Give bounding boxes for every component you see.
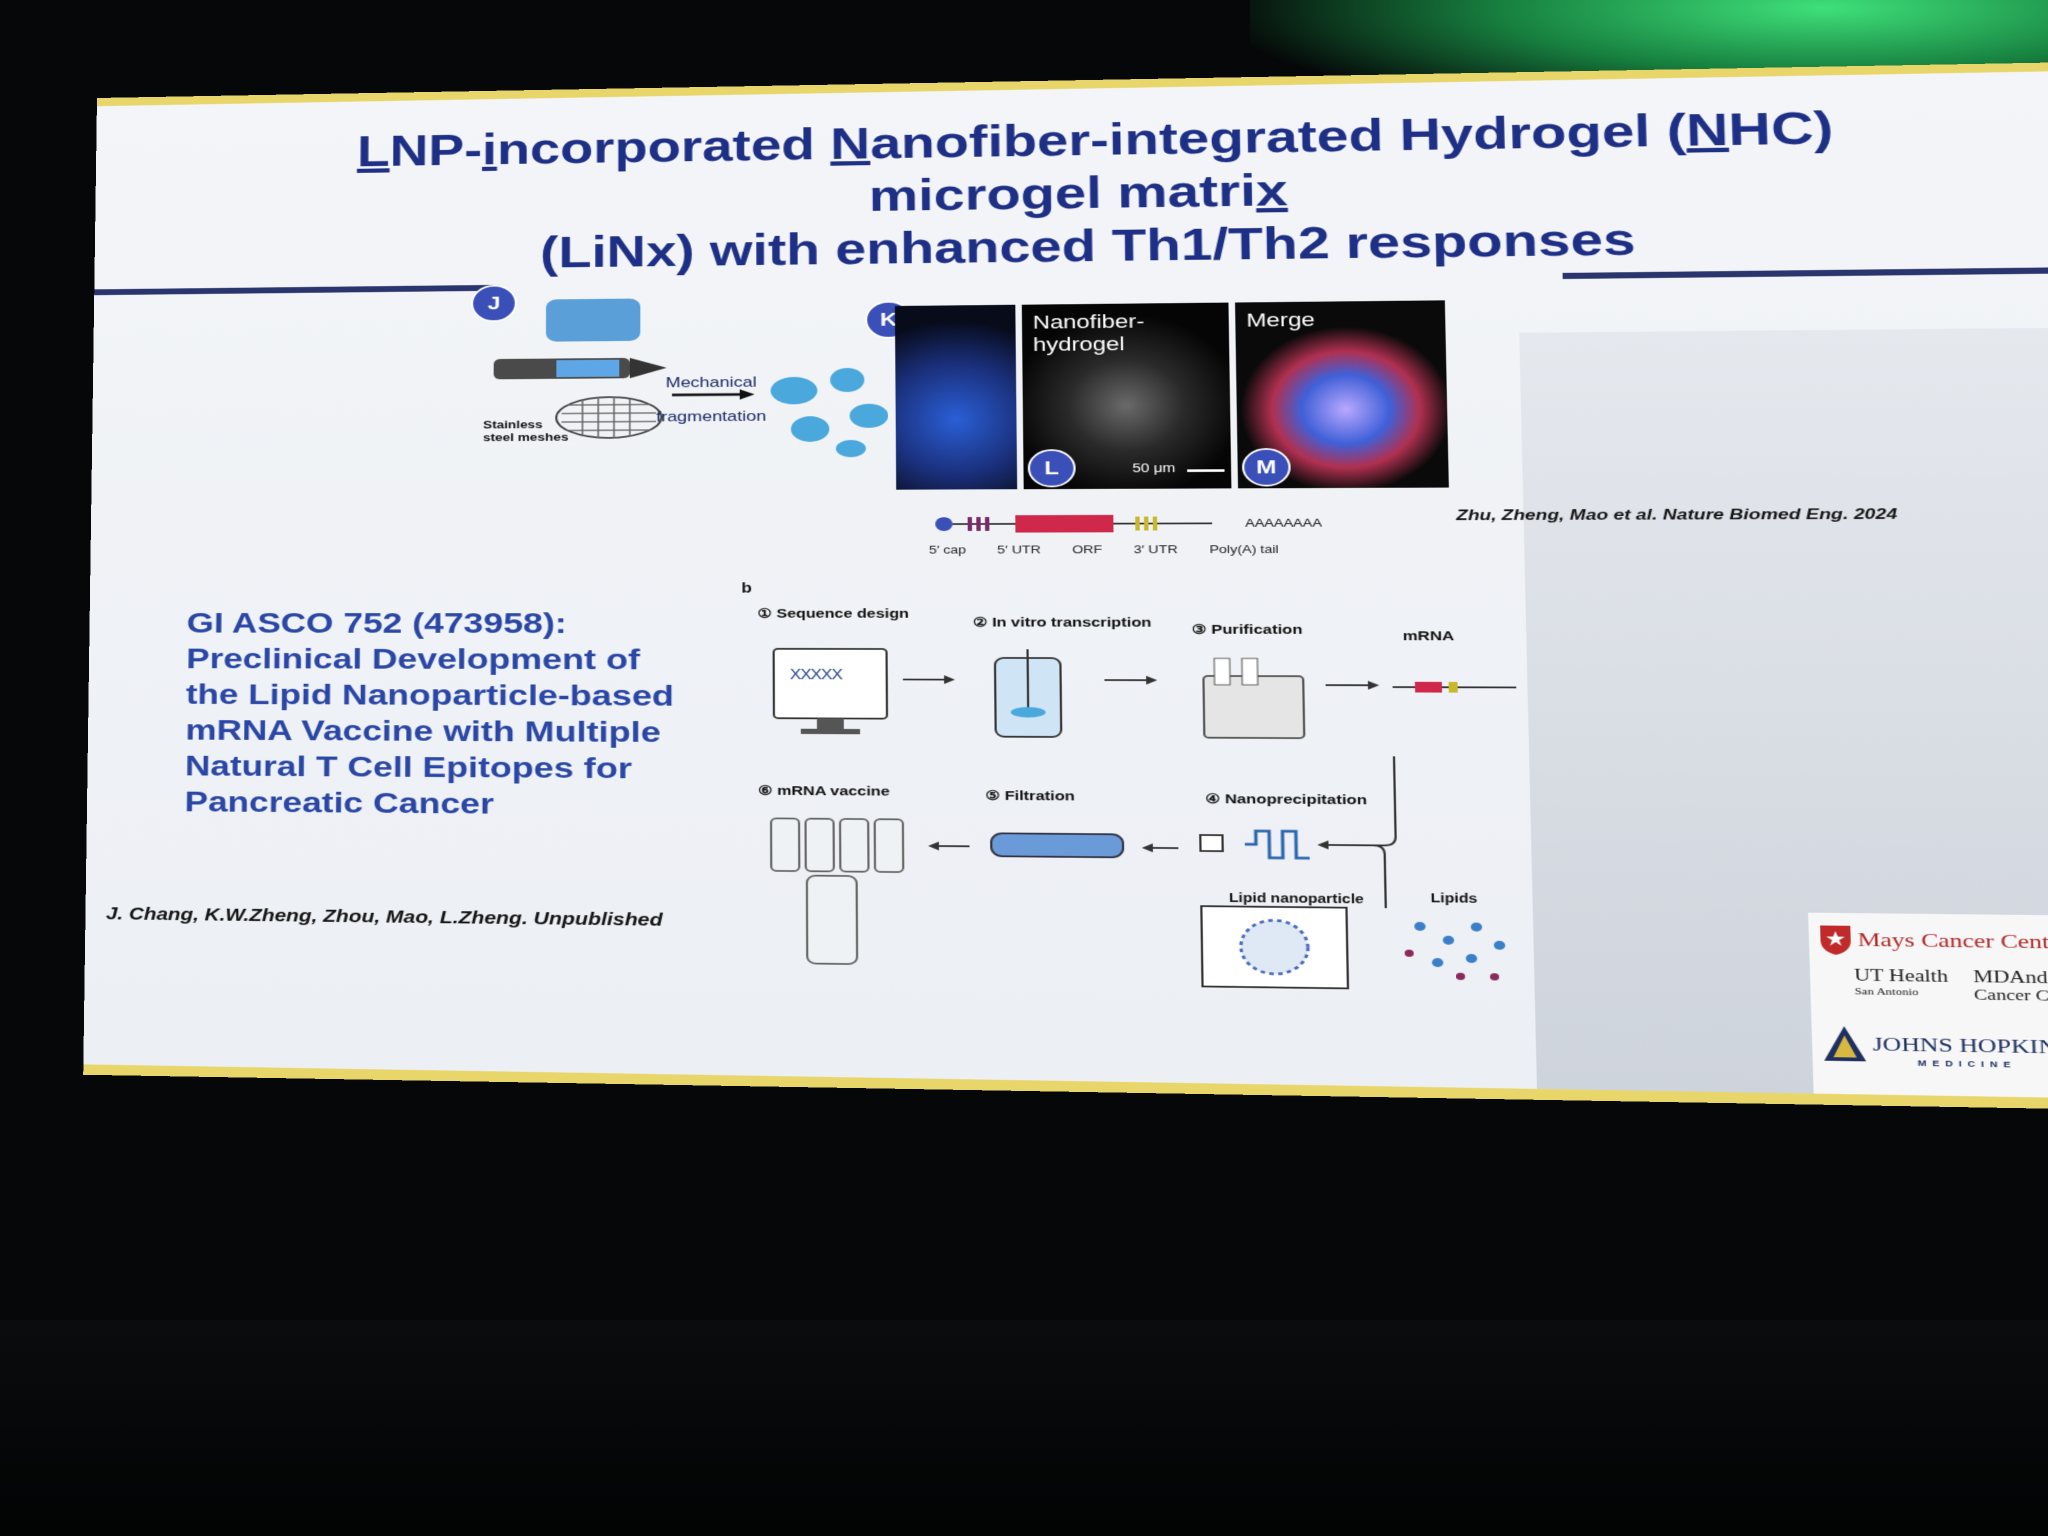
johns-hopkins-medicine-text: MEDICINE [1917,1058,2017,1070]
authors-line: J. Chang, K.W.Zheng, Zhou, Mao, L.Zheng.… [105,904,663,931]
panel-l-title: Nanofiber-hydrogel [1032,310,1145,356]
badge-l: L [1027,449,1076,488]
mrna-vaccine-workflow-diagram [758,623,1535,1000]
step-1-label: ① Sequence design [757,606,910,622]
right-arrow-icon [672,388,755,401]
workflow-panel-letter: b [741,581,752,597]
johns-hopkins-text: JOHNS HOPKINS [1872,1032,2048,1059]
construct-label-3utr: 3′ UTR [1133,542,1178,556]
ut-health-text: UT Health [1853,965,1949,987]
institution-logos: Mays Cancer Center UT Health San Antonio… [1808,912,2048,1101]
mrna-construct-labels: 5′ cap 5′ UTR ORF 3′ UTR Poly(A) tail [929,542,1279,556]
mays-logo-text: Mays Cancer Center [1857,927,2048,954]
badge-m: M [1241,447,1291,487]
panel-m-title: Merge [1246,308,1316,331]
scale-bar-label: 50 μm [1132,460,1176,475]
title-rule-left [94,284,494,296]
construct-label-orf: ORF [1072,542,1103,556]
projection-screen-slide: LNP-incorporated Nanofiber-integrated Hy… [83,61,2048,1111]
top-accent-band [96,61,2048,107]
san-antonio-text: San Antonio [1854,986,1919,998]
mays-shield-icon [1820,925,1852,956]
study-title: GI ASCO 752 (473958): Preclinical Develo… [184,607,675,821]
syringe-mesh-illustration [493,298,667,460]
johns-hopkins-shield-icon [1823,1025,1867,1062]
panel-k-3d-render [894,304,1018,490]
construct-label-polya: Poly(A) tail [1209,542,1279,556]
scale-bar [1187,469,1225,473]
microgel-fragments-illustration [770,367,889,458]
citation-top: Zhu, Zheng, Mao et al. Nature Biomed Eng… [1455,505,1898,524]
mrna-construct-diagram [935,514,1235,533]
dna-helix-glyph: XXXXX [789,667,842,683]
poly-a-tail-sequence: AAAAAAAA [1245,516,1323,530]
md-anderson-center-text: Cancer Center [1973,985,2048,1005]
construct-label-5cap: 5′ cap [928,543,967,557]
steel-mesh-label: Stainless steel meshes [482,417,569,444]
construct-label-5utr: 5′ UTR [997,542,1041,557]
auditorium-floor [0,1320,2048,1536]
slide-title: LNP-incorporated Nanofiber-integrated Hy… [257,100,1948,283]
title-rule-right [1562,266,2048,280]
